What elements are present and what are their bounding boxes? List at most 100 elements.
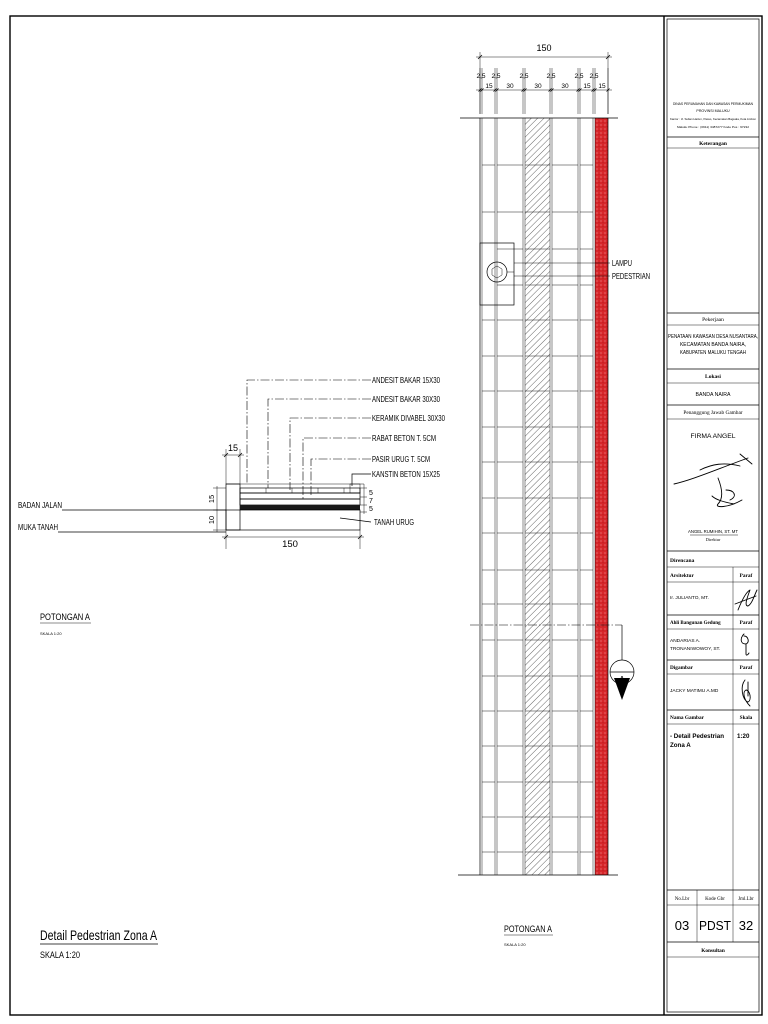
plan-dim-tile: 30: [534, 83, 542, 90]
plan-dim-joint: 2,5: [574, 73, 583, 80]
dim-total-width: 150: [282, 539, 298, 550]
plan-joint-grid: [482, 164, 593, 853]
section-a-drawing: ANDESIT BAKAR 15X30 ANDESIT BAKAR 30X30 …: [18, 375, 445, 636]
director-title: Direktur: [706, 537, 721, 542]
plan-dim-tile: 30: [506, 83, 514, 90]
plan-dimension-lines: [476, 52, 612, 114]
dim-left-upper: 15: [207, 495, 216, 503]
konsultan-label: Konsultan: [701, 948, 725, 954]
plan-dim-tick: [523, 88, 527, 92]
plan-dim-tick: [495, 88, 499, 92]
plan-dim-tick: [550, 88, 554, 92]
hatched-tile-strip: [525, 118, 550, 875]
pedestrian-lamp: [479, 242, 610, 306]
signature-drafter: [741, 679, 751, 707]
no-lbr-label: No.Lbr: [675, 897, 690, 902]
arsitektur-label: Arsitektur: [670, 573, 694, 579]
plan-dim-tick: [493, 88, 497, 92]
dim-right-1: 5: [369, 490, 373, 497]
section-marker-letter: A: [619, 674, 625, 684]
sheet-total: 32: [739, 918, 753, 933]
section-cut-marker: [470, 624, 635, 700]
signature-architect: [734, 589, 758, 611]
plan-dim-tick: [548, 88, 552, 92]
plan-dim-joint: 2,5: [589, 73, 598, 80]
section-leaders: [246, 379, 372, 523]
project-line-2: KECAMATAN BANDA NAIRA,: [680, 342, 746, 348]
label-tanah-urug: TANAH URUG: [374, 517, 414, 527]
kode-gbr-label: Kode Gbr: [705, 897, 725, 902]
ahli-label: Ahli Bangunan Gedung: [670, 621, 721, 626]
jml-lbr-label: Jml.Lbr: [738, 897, 754, 902]
label-rabat: RABAT BETON T. 5CM: [372, 433, 436, 443]
dim-curb-width: 15: [228, 443, 238, 453]
label-muka-tanah: MUKA TANAH: [18, 523, 58, 532]
lokasi-label: Lokasi: [705, 374, 721, 380]
agency-phone: Maluku Phone : (0911) 3487277 Kode Pos :…: [677, 125, 749, 129]
sheet-number: 03: [675, 918, 689, 933]
title-block-rules: [667, 136, 759, 958]
project-line-3: KABUPATEN MALUKU TENGAH: [680, 350, 746, 356]
keterangan-label: Keterangan: [699, 141, 727, 147]
pekerjaan-label: Pekerjaan: [702, 317, 724, 323]
project-line-1: PENATAAN KAWASAN DESA NUSANTARA,: [668, 334, 758, 340]
title-block: DINAS PERUMAHAN DAN KAWASAN PERMUKIMAN P…: [667, 102, 759, 958]
label-keramik: KERAMIK DIVABEL 30X30: [372, 413, 445, 423]
label-badan-jalan: BADAN JALAN: [18, 501, 62, 510]
section-scale: SKALA 1:20: [40, 631, 62, 636]
lamp-label-line2: PEDESTRIAN: [612, 272, 650, 281]
signature-director: [673, 453, 753, 508]
plan-dim-tile: 15: [583, 83, 591, 90]
direncana-label: Direncana: [670, 558, 695, 564]
section-title: POTONGAN A: [40, 612, 90, 622]
plan-dim-tick: [591, 88, 595, 92]
drawing-scale-value: 1:20: [737, 733, 750, 740]
signature-ahli: [740, 633, 750, 656]
architect-name: Ir. JULIANTO, MT.: [670, 595, 709, 601]
drafter-name: JACKY MATIMU A.MD: [670, 688, 719, 694]
skala-label: Skala: [740, 715, 753, 721]
drawing-name-line2: Zona A: [670, 742, 691, 749]
agency-name: DINAS PERUMAHAN DAN KAWASAN PERMUKIMAN: [673, 102, 754, 106]
drawing-title-block: Detail Pedestrian Zona A SKALA 1:20: [40, 927, 158, 960]
firm-name: FIRMA ANGEL: [691, 433, 736, 440]
drawing-scale: SKALA 1:20: [40, 950, 80, 960]
label-kanstin: KANSTIN BETON 15X25: [372, 469, 440, 479]
plan-dim-tick: [478, 88, 482, 92]
paraf-label-2: Paraf: [740, 620, 753, 626]
plan-dim-joint: 2,5: [476, 73, 485, 80]
ahli-name-line2: TRONANIWOWOY, ST.: [670, 646, 720, 652]
agency-address: Kantor : Jl. Sultan Hairun, Passo, Kecam…: [670, 117, 756, 121]
plan-dim-tick: [576, 88, 580, 92]
kanstin-red-strip: [595, 118, 608, 875]
location-value: BANDA NAIRA: [696, 392, 731, 398]
sheet-frame: [9, 15, 763, 1016]
plan-scale: SKALA 1:20: [504, 942, 526, 947]
pj-label: Penanggung Jawab Gambar: [683, 410, 742, 416]
director-name: ANGEL RUMIHIN, ST. MT: [688, 529, 738, 534]
sheet-code: PDST: [699, 918, 731, 933]
drawing-title: Detail Pedestrian Zona A: [40, 927, 157, 943]
lamp-label-line1: LAMPU: [612, 259, 632, 268]
plan-dim-tick: [521, 88, 525, 92]
plan-dim-tile: 30: [561, 83, 569, 90]
plan-title: POTONGAN A: [504, 924, 552, 934]
dim-right-2: 7: [369, 498, 373, 505]
drawing-name-line1: - Detail Pedestrian: [670, 733, 724, 740]
agency-province: PROVINSI MALUKU: [696, 109, 730, 113]
dim-right-3: 5: [369, 506, 373, 513]
plan-drawing: 150 2,5 2,5 2,5 2,5 2,5 2,5 15 30 30 30 …: [458, 43, 650, 947]
dim-left-lower: 10: [207, 516, 216, 524]
plan-dim-joint: 2,5: [546, 73, 555, 80]
plan-dim-tile: 15: [598, 83, 606, 90]
label-pasir: PASIR URUG T. 5CM: [372, 454, 430, 464]
ahli-name-line1: ANDARIAS A.: [670, 638, 700, 644]
plan-dim-total: 150: [536, 43, 551, 53]
plan-dim-tick: [593, 88, 597, 92]
plan-dim-joint: 2,5: [491, 73, 500, 80]
plan-strip-edges: [458, 117, 618, 876]
plan-dim-tick: [480, 88, 484, 92]
tanah-urug-layer: [225, 509, 361, 531]
section-dimension-lines: [213, 449, 367, 549]
